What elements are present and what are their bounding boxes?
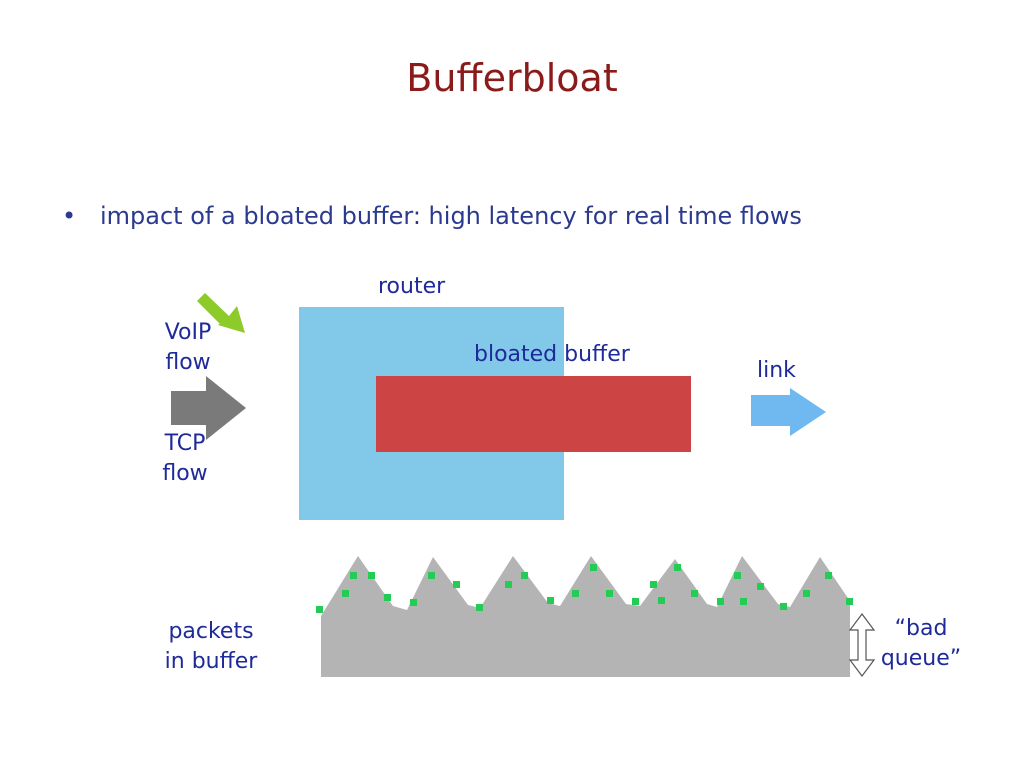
tcp-label-line1: TCP [164, 431, 206, 456]
packet [757, 583, 764, 590]
bad-queue-label: “bad queue” [876, 614, 966, 674]
packets-label-line1: packets [168, 619, 254, 644]
bad-queue-double-arrow-icon [848, 613, 876, 677]
packet [368, 572, 375, 579]
bloated-buffer-box [376, 376, 691, 452]
packet [825, 572, 832, 579]
packet [572, 590, 579, 597]
packet [674, 564, 681, 571]
voip-flow-label: VoIP flow [158, 318, 218, 378]
bullet-dot-icon: • [62, 202, 77, 230]
packet [384, 594, 391, 601]
router-label: router [378, 274, 446, 299]
packet [717, 598, 724, 605]
bullet-point: • impact of a bloated buffer: high latenc… [62, 202, 802, 230]
packet [410, 599, 417, 606]
packet [632, 598, 639, 605]
bullet-text: impact of a bloated buffer: high latency… [100, 202, 802, 230]
tcp-flow-label: TCP flow [155, 429, 215, 489]
packet [691, 590, 698, 597]
packet [453, 581, 460, 588]
packet [590, 564, 597, 571]
packet [342, 590, 349, 597]
voip-label-line1: VoIP [164, 320, 212, 345]
queue-sawtooth [321, 556, 850, 616]
bad-queue-line2: queue” [880, 646, 962, 671]
packet [350, 572, 357, 579]
tcp-arrow-icon [171, 376, 246, 440]
link-label: link [757, 358, 796, 383]
packet [780, 603, 787, 610]
voip-arrow-icon [197, 293, 245, 333]
queue-base [321, 616, 850, 677]
packet [740, 598, 747, 605]
packet [734, 572, 741, 579]
packet [650, 581, 657, 588]
tcp-label-line2: flow [162, 461, 208, 486]
bad-queue-line1: “bad [894, 616, 948, 641]
packet-group [316, 564, 853, 613]
packet [428, 572, 435, 579]
packet [658, 597, 665, 604]
packet [505, 581, 512, 588]
packet [846, 598, 853, 605]
bloated-buffer-label: bloated buffer [474, 342, 630, 367]
packet [476, 604, 483, 611]
slide-title: Bufferbloat [406, 56, 618, 100]
packet [803, 590, 810, 597]
packet [547, 597, 554, 604]
packet [316, 606, 323, 613]
voip-label-line2: flow [165, 350, 211, 375]
link-arrow-icon [751, 388, 826, 436]
packets-in-buffer-label: packets in buffer [152, 617, 270, 677]
packet [521, 572, 528, 579]
packets-label-line2: in buffer [164, 649, 258, 674]
packet [606, 590, 613, 597]
